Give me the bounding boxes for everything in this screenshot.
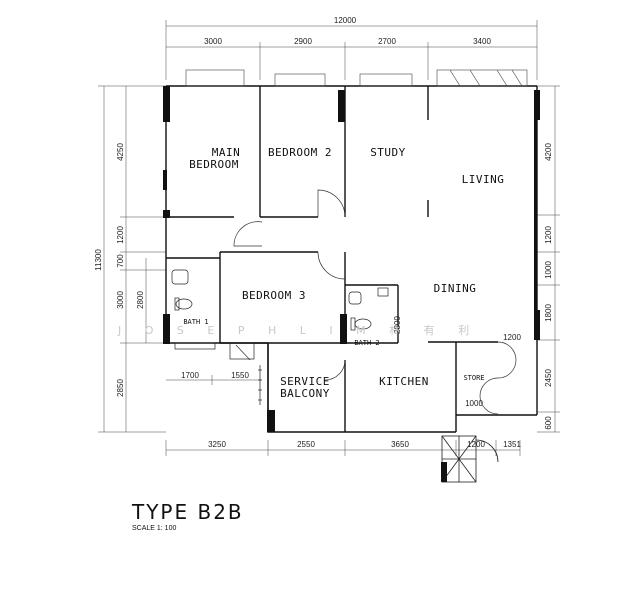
label-dining: DINING [434,282,477,295]
label-bedroom-2: BEDROOM 2 [268,146,332,159]
label-bedroom-3: BEDROOM 3 [242,289,306,302]
fixtures [171,269,389,405]
dim-top-3: 2700 [378,37,396,46]
dim-misc-4: 1200 [503,333,521,342]
entrance-block [441,435,499,483]
dim-right-1: 4200 [544,143,553,161]
dim-right-2: 1200 [544,226,553,244]
dim-bottom-3: 3650 [391,440,409,449]
watermark: J O S E P H L I M 林 有 利 [117,323,479,337]
dim-bottom-1: 3250 [208,440,226,449]
door-swings [233,189,517,415]
dim-left-1: 4250 [116,143,125,161]
label-study: STUDY [370,146,406,159]
columns [163,86,540,432]
dim-right-5: 2450 [544,369,553,387]
dimension-lines [98,20,560,456]
dim-misc-2: 1550 [231,371,249,380]
dim-top-total: 12000 [334,16,357,25]
scale-label: SCALE 1: 100 [132,525,176,532]
label-main-bedroom-1: MAIN [212,146,241,159]
dimension-texts: 12000 3000 2900 2700 3400 11300 4250 120… [94,16,553,449]
label-main-bedroom-2: BEDROOM [189,158,239,171]
dim-top-1: 3000 [204,37,222,46]
label-bath-2: BATH 2 [354,339,379,347]
dim-bottom-5: 1351 [503,440,521,449]
dim-right-4: 1800 [544,304,553,322]
dim-right-6: 600 [544,416,553,430]
dim-left-3: 700 [116,254,125,268]
label-living: LIVING [462,173,505,186]
dim-misc-1: 1700 [181,371,199,380]
dim-left-inner: 2800 [136,291,145,309]
label-store: STORE [463,374,484,382]
dim-bottom-2: 2550 [297,440,315,449]
entrance-post [441,462,447,482]
room-labels: MAIN BEDROOM BEDROOM 2 STUDY LIVING DINI… [183,146,504,400]
label-service-2: BALCONY [280,387,330,400]
label-kitchen: KITCHEN [379,375,429,388]
dim-misc-5: 1000 [465,399,483,408]
windows [185,69,528,87]
dim-left-total: 11300 [94,249,103,271]
dim-top-4: 3400 [473,37,491,46]
label-service-1: SERVICE [280,375,330,388]
dim-top-2: 2900 [294,37,312,46]
label-bath-1: BATH 1 [183,318,208,326]
dim-left-5: 2850 [116,379,125,397]
dim-right-3: 1000 [544,261,553,279]
dim-left-2: 1200 [116,226,125,244]
plan-title: TYPE B2B [131,500,244,524]
dim-left-4: 3000 [116,291,125,309]
